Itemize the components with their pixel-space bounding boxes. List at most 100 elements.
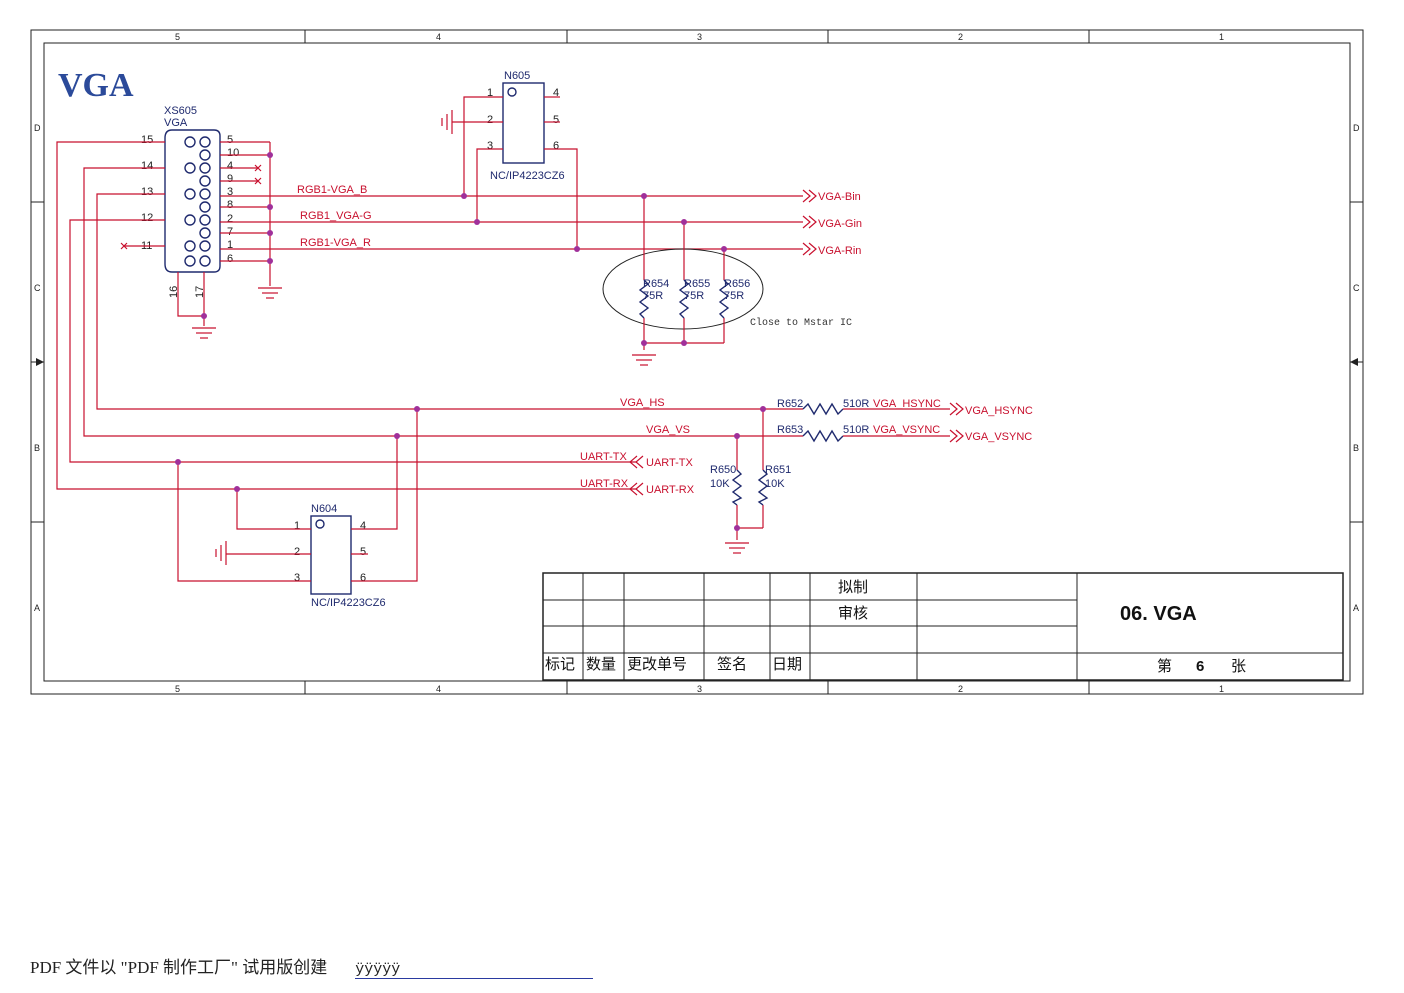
n605-part: NC/IP4223CZ6 xyxy=(490,170,565,182)
placement-note: Close to Mstar IC xyxy=(750,317,852,329)
port-vga-vsync: VGA_VSYNC xyxy=(965,431,1032,443)
net-label-rgb-g: RGB1_VGA-G xyxy=(300,210,372,222)
n604-pin-2: 2 xyxy=(294,546,300,558)
pin-7: 7 xyxy=(227,226,233,238)
zone-label-left-a: A xyxy=(34,603,40,613)
zone-label-top-2: 2 xyxy=(958,32,963,42)
net-label-rgb-b: RGB1-VGA_B xyxy=(297,184,367,196)
port-vga-rin: VGA-Rin xyxy=(818,245,861,257)
pin-13: 13 xyxy=(141,186,153,198)
net-label-rgb-r: RGB1-VGA_R xyxy=(300,237,371,249)
zone-label-bottom-4: 4 xyxy=(436,684,441,694)
n605-pin-6: 6 xyxy=(553,140,559,152)
title-block-sheet-no: 6 xyxy=(1196,658,1204,675)
sheet-title: VGA xyxy=(58,67,134,104)
zone-label-top-1: 1 xyxy=(1219,32,1224,42)
uart-ports: UART-TX UART-RX xyxy=(629,455,695,496)
pin-8: 8 xyxy=(227,199,233,211)
port-vga-bin: VGA-Bin xyxy=(818,191,861,203)
port-uart-tx: UART-TX xyxy=(646,457,694,469)
title-block-sheet-prefix: 第 xyxy=(1157,657,1172,675)
net-label-vga-vsync: VGA_VSYNC xyxy=(873,424,940,436)
pin-10: 10 xyxy=(227,147,239,159)
footer-link[interactable]: ÿÿÿÿÿ xyxy=(355,961,594,979)
pin-5: 5 xyxy=(227,134,233,146)
r651-ref: R651 xyxy=(765,464,791,476)
footer-text: PDF 文件以 "PDF 制作工厂" 试用版创建 xyxy=(30,958,328,977)
title-block-date: 日期 xyxy=(772,655,802,673)
sync-resistors: R652 510R R653 510R VGA_HSYNC VGA_VSYNC … xyxy=(777,398,1033,443)
title-block-review: 审核 xyxy=(838,604,868,622)
zone-label-right-a: A xyxy=(1353,603,1359,613)
net-label-vga-hsync: VGA_HSYNC xyxy=(873,398,941,410)
connector-value: VGA xyxy=(164,117,188,129)
title-block: 拟制 审核 标记 数量 更改单号 签名 日期 第 张 6 06. VGA xyxy=(542,572,1344,681)
pin-1: 1 xyxy=(227,239,233,251)
connector-wires xyxy=(56,141,803,490)
net-label-uart-rx: UART-RX xyxy=(580,478,629,490)
r654-value: 75R xyxy=(643,290,663,302)
connector-pin-circles xyxy=(184,136,211,267)
zone-label-top-4: 4 xyxy=(436,32,441,42)
pin-9: 9 xyxy=(227,173,233,185)
r654-ref: R654 xyxy=(643,278,669,290)
inner-border xyxy=(43,42,1351,682)
zone-label-bottom-1: 1 xyxy=(1219,684,1224,694)
pin-4: 4 xyxy=(227,160,233,172)
zone-label-top-3: 3 xyxy=(697,32,702,42)
r653-value: 510R xyxy=(843,424,869,436)
rgb-ports: VGA-Bin VGA-Gin VGA-Rin xyxy=(802,189,862,257)
title-block-change-no: 更改单号 xyxy=(627,655,687,673)
r655-ref: R655 xyxy=(684,278,710,290)
zone-label-left-b: B xyxy=(34,443,40,453)
n605-pin-4: 4 xyxy=(553,87,559,99)
title-block-sign: 签名 xyxy=(717,655,747,673)
net-label-vga-hs: VGA_HS xyxy=(620,397,665,409)
n604-pin-3: 3 xyxy=(294,572,300,584)
title-block-mark: 标记 xyxy=(545,655,575,673)
n605-pin-5: 5 xyxy=(553,114,559,126)
pin-15: 15 xyxy=(141,134,153,146)
n605-pin-1: 1 xyxy=(487,87,493,99)
n604-ref: N604 xyxy=(311,503,337,515)
n604-pin-4: 4 xyxy=(360,520,366,532)
n605-pin-2: 2 xyxy=(487,114,493,126)
r652-ref: R652 xyxy=(777,398,803,410)
zone-label-bottom-2: 2 xyxy=(958,684,963,694)
r653-ref: R653 xyxy=(777,424,803,436)
r650-value: 10K xyxy=(710,478,730,490)
r651-value: 10K xyxy=(765,478,785,490)
zone-ticks xyxy=(31,30,1363,694)
r655-value: 75R xyxy=(684,290,704,302)
zone-label-bottom-5: 5 xyxy=(175,684,180,694)
r656-value: 75R xyxy=(724,290,744,302)
zone-label-right-b: B xyxy=(1353,443,1359,453)
n604-part: NC/IP4223CZ6 xyxy=(311,597,386,609)
pin-16: 16 xyxy=(168,286,180,298)
pdf-watermark-footer: PDF 文件以 "PDF 制作工厂" 试用版创建 ÿÿÿÿÿ xyxy=(30,953,594,979)
ic-n605: N605 NC/IP4223CZ6 1 2 3 4 5 6 xyxy=(487,70,565,182)
zone-label-left-d: D xyxy=(34,123,41,133)
pin-14: 14 xyxy=(141,160,153,172)
n604-pin-5: 5 xyxy=(360,546,366,558)
net-label-uart-tx: UART-TX xyxy=(580,451,628,463)
n604-wires xyxy=(177,409,418,582)
zone-label-right-c: C xyxy=(1353,283,1360,293)
pin-3: 3 xyxy=(227,186,233,198)
zone-label-right-d: D xyxy=(1353,123,1360,133)
n604-pin-1: 1 xyxy=(294,520,300,532)
outer-border xyxy=(30,29,1364,695)
n605-ref: N605 xyxy=(504,70,530,82)
n605-wires xyxy=(452,96,578,249)
pulldown-resistors: R650 10K R651 10K xyxy=(710,409,791,540)
port-vga-hsync: VGA_HSYNC xyxy=(965,405,1033,417)
pin-6: 6 xyxy=(227,253,233,265)
net-label-vga-vs: VGA_VS xyxy=(646,424,690,436)
ic-n604: N604 NC/IP4223CZ6 1 2 3 4 5 6 xyxy=(294,503,386,609)
connector-ref: XS605 xyxy=(164,105,197,117)
junction-dots xyxy=(175,152,766,531)
zone-labels: 5 4 3 2 1 5 4 3 2 1 D C B A D C B A xyxy=(34,32,1360,694)
port-vga-gin: VGA-Gin xyxy=(818,218,862,230)
r652-value: 510R xyxy=(843,398,869,410)
